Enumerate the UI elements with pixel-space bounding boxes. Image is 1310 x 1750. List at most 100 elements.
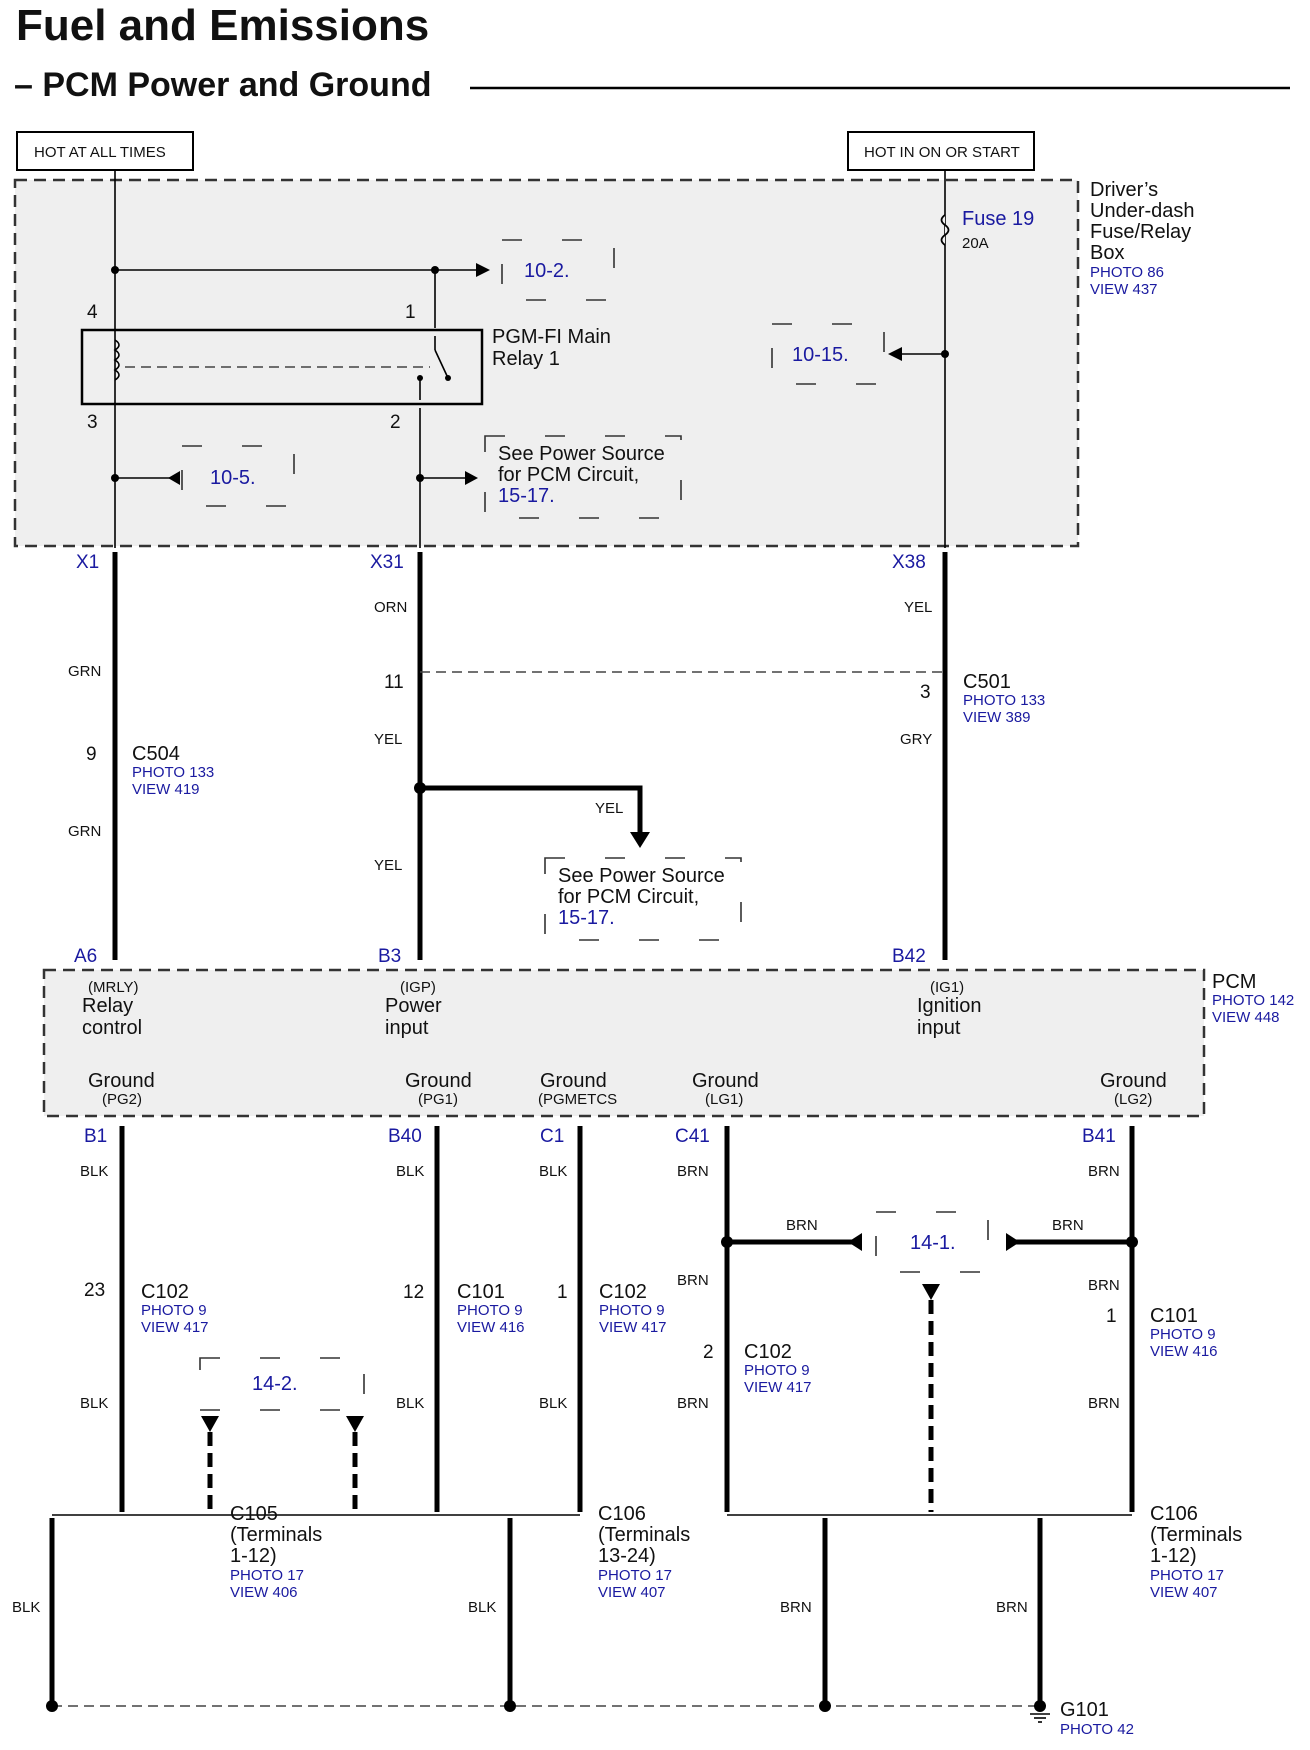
ground-code: (PG1) — [418, 1091, 458, 1108]
c101-a-photo: PHOTO 9 — [457, 1302, 523, 1319]
terminal-x1: X1 — [76, 552, 99, 573]
pcm-ig1-code: (IG1) — [930, 979, 964, 996]
c504-name: C504 — [132, 743, 180, 765]
g101-photo: PHOTO 42 — [1060, 1721, 1134, 1738]
relay-name-1: PGM-FI Main — [492, 326, 611, 348]
see-power-1-line-2: for PCM Circuit, — [498, 464, 639, 486]
c102-a-photo: PHOTO 9 — [141, 1302, 207, 1319]
ref-14-1-link[interactable]: 14-1. — [910, 1232, 956, 1254]
ref-14-2-link[interactable]: 14-2. — [252, 1373, 298, 1395]
c102-c-pin: 2 — [703, 1342, 714, 1363]
relay-coil-icon — [113, 339, 120, 381]
hot-at-all-times-label: HOT AT ALL TIMES — [34, 144, 166, 161]
c504-view: VIEW 419 — [132, 781, 200, 798]
pcm-ground-lg1: Ground (LG1) — [692, 1070, 759, 1108]
wire-color-yel: YEL — [374, 731, 402, 748]
ref-10-2-link[interactable]: 10-2. — [524, 260, 570, 282]
c102-c-name: C102 — [744, 1341, 792, 1363]
ref-10-5-link[interactable]: 10-5. — [210, 467, 256, 489]
splice-dot — [431, 266, 439, 274]
see-power-1-link[interactable]: 15-17. — [498, 485, 555, 507]
fuse-label: Fuse 19 — [962, 208, 1034, 230]
page-subtitle: – PCM Power and Ground — [14, 66, 431, 104]
wire-color-brn: BRN — [780, 1599, 812, 1616]
hot-on-start-box — [847, 131, 1035, 171]
pcm-view: VIEW 448 — [1212, 1009, 1280, 1026]
wire-color-blk: BLK — [539, 1395, 567, 1412]
relay-pin-4: 4 — [87, 302, 98, 323]
c102-b-name: C102 — [599, 1281, 647, 1303]
arrow-to-10-2 — [476, 263, 490, 277]
wire-color-blk: BLK — [396, 1163, 424, 1180]
c101-b-name: C101 — [1150, 1305, 1198, 1327]
pcm-ground-pg1: Ground (PG1) — [405, 1070, 472, 1108]
pcm-mrly-code: (MRLY) — [88, 979, 139, 996]
wire-color-blk: BLK — [12, 1599, 40, 1616]
pcm-pin-b40: B40 — [388, 1126, 422, 1147]
ref-box-14-2[interactable] — [199, 1357, 365, 1411]
relay-contact-dot — [417, 375, 423, 381]
c106-b-view: VIEW 407 — [1150, 1584, 1218, 1601]
c106-a-photo: PHOTO 17 — [598, 1567, 672, 1584]
relay-name-2: Relay 1 — [492, 348, 560, 370]
splice-dot — [111, 266, 119, 274]
wire-color-yel: YEL — [374, 857, 402, 874]
c105-view: VIEW 406 — [230, 1584, 298, 1601]
ref-box-10-5[interactable] — [181, 445, 295, 507]
ground-code: (LG2) — [1114, 1091, 1152, 1108]
c105-line-3: 1-12) — [230, 1545, 277, 1567]
splice-dot — [819, 1700, 831, 1712]
pcm-name: PCM — [1212, 971, 1256, 993]
ref-box-10-15[interactable] — [771, 323, 885, 385]
wire-color-grn: GRN — [68, 663, 101, 680]
c106-a-name: C106 — [598, 1503, 646, 1525]
c106-a-line-3: 13-24) — [598, 1545, 656, 1567]
fuse-box-view: VIEW 437 — [1090, 281, 1158, 298]
ref-box-10-2[interactable] — [501, 239, 615, 301]
pcm-pin-a6: A6 — [74, 946, 97, 967]
pcm-pin-b1: B1 — [84, 1126, 107, 1147]
fuse-box-photo: PHOTO 86 — [1090, 264, 1164, 281]
relay-box — [80, 328, 484, 406]
fuse-box-name-4: Box — [1090, 242, 1124, 264]
splice-dot — [1034, 1700, 1046, 1712]
c501-pin-right: 3 — [920, 682, 931, 703]
arrow-to-see-power-1 — [465, 471, 478, 485]
c501-photo: PHOTO 133 — [963, 692, 1045, 709]
c101-a-pin: 12 — [403, 1282, 424, 1303]
fuse-box-name-2: Under-dash — [1090, 200, 1195, 222]
see-power-box-2 — [544, 857, 742, 941]
ref-box-14-1[interactable] — [875, 1211, 989, 1273]
wire-color-gry: GRY — [900, 731, 932, 748]
pcm-ig1-line-1: Ignition — [917, 995, 982, 1017]
pcm-igp-line-2: input — [385, 1017, 429, 1039]
ground-label: Ground — [1100, 1070, 1167, 1092]
wire-color-yel: YEL — [904, 599, 932, 616]
c101-b-photo: PHOTO 9 — [1150, 1326, 1216, 1343]
c106-b-photo: PHOTO 17 — [1150, 1567, 1224, 1584]
wire-color-grn: GRN — [68, 823, 101, 840]
c504-pin: 9 — [86, 744, 97, 765]
c101-b-pin: 1 — [1106, 1306, 1117, 1327]
c105-photo: PHOTO 17 — [230, 1567, 304, 1584]
c102-b-pin: 1 — [557, 1282, 568, 1303]
ground-symbol-icon — [1030, 1713, 1050, 1723]
pcm-mrly-line-1: Relay — [82, 995, 133, 1017]
see-power-2-link[interactable]: 15-17. — [558, 907, 615, 929]
hot-at-all-times-box — [16, 131, 194, 171]
relay-pin-3: 3 — [87, 412, 98, 433]
see-power-1-line-1: See Power Source — [498, 443, 665, 465]
ground-code: (PG2) — [102, 1091, 142, 1108]
arrow-to-14-1 — [848, 1233, 862, 1251]
c106-b-name: C106 — [1150, 1503, 1198, 1525]
wire-color-orn: ORN — [374, 599, 407, 616]
ref-10-15-link[interactable]: 10-15. — [792, 344, 849, 366]
wire-yel-branch — [420, 785, 643, 835]
wire-color-brn: BRN — [677, 1163, 709, 1180]
wire-color-brn: BRN — [1052, 1217, 1084, 1234]
splice-dot — [504, 1700, 516, 1712]
wire-color-brn: BRN — [1088, 1163, 1120, 1180]
wire-color-brn: BRN — [1088, 1395, 1120, 1412]
pcm-igp-line-1: Power — [385, 995, 442, 1017]
c504-photo: PHOTO 133 — [132, 764, 214, 781]
